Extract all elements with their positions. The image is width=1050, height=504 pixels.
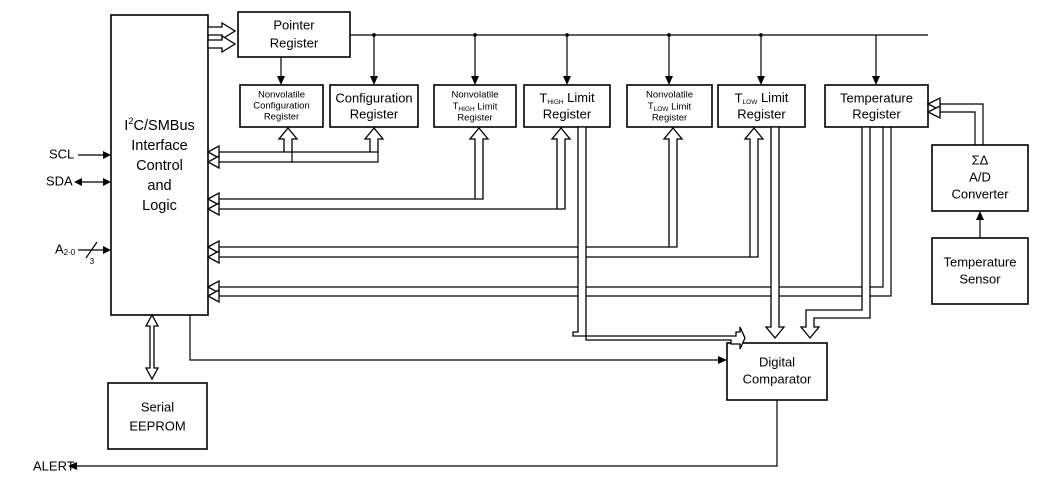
sda-arrow-right-icon xyxy=(103,178,111,186)
temp-register-label-line2: Register xyxy=(852,106,901,121)
bus-junction-dot xyxy=(759,33,763,37)
pointer-drop-thigh-arrow-icon xyxy=(563,76,571,85)
bus-row1-lower-left xyxy=(214,152,293,163)
converter-label: Converter xyxy=(951,186,1009,201)
pointer-register-label-line1: Pointer xyxy=(273,17,315,32)
pointer-drop-nvthigh-arrow-icon xyxy=(471,76,479,85)
bus-row1-mid-lower xyxy=(292,152,379,163)
i2c-smbus-interface-block xyxy=(110,14,209,316)
configuration-register-block xyxy=(329,84,419,128)
bus-row4-arrow-lower-icon xyxy=(206,288,220,304)
bus-row3-arrow-upper-icon xyxy=(206,239,220,255)
config-write-bus-arrow xyxy=(363,126,385,153)
adc-to-tempreg-wire-lower xyxy=(940,103,984,145)
nv-config-label-line3: Register xyxy=(264,112,299,123)
nv-tlow-label-line2: TLOW Limit xyxy=(648,101,692,113)
bus-junction-dot xyxy=(565,33,569,37)
nv-config-label-line2: Configuration xyxy=(253,101,310,112)
interface-label-line1: I2C/SMBus xyxy=(124,116,195,134)
tempreg-read-bus-lower xyxy=(214,127,892,297)
eeprom-label-line2: EEPROM xyxy=(129,418,185,433)
scl-arrow-icon xyxy=(103,151,111,159)
nvtlow-bus-arrow xyxy=(662,126,684,248)
pointer-register-block xyxy=(237,11,351,58)
pointer-drop-tlow-arrow-icon xyxy=(757,76,765,85)
interface-label-line4: and xyxy=(147,178,171,194)
interface-to-pointer-bus-arrow-2 xyxy=(207,34,237,54)
tlow-bus-arrow xyxy=(743,126,765,258)
temperature-register-block xyxy=(824,84,929,128)
interface-to-comparator-arrow-icon xyxy=(718,356,727,364)
scl-pin-label: SCL xyxy=(49,146,74,161)
serial-eeprom-block xyxy=(107,382,208,450)
bus-row3-arrow-lower-icon xyxy=(206,249,220,265)
bus-row1-arrow-lower-icon xyxy=(206,154,220,170)
address-bus-width-label: 3 xyxy=(90,257,95,266)
interface-label-line2: Interface xyxy=(131,138,187,154)
pointer-drop-nvconfig-arrow-icon xyxy=(277,76,285,85)
tempreg-to-comparator-bus xyxy=(799,126,871,340)
interface-to-comparator-wire xyxy=(189,315,720,361)
config-label-line2: Register xyxy=(350,106,399,121)
adc-to-tempreg-wire-upper xyxy=(940,111,976,145)
tempreg-read-bus-upper xyxy=(214,127,884,288)
nv-thigh-label-line2: THIGH Limit xyxy=(453,101,498,113)
digital-comparator-block xyxy=(726,342,828,401)
tlow-to-comparator-bus xyxy=(764,126,786,340)
tlow-label-line2: Register xyxy=(737,106,786,121)
bus-junction-dot xyxy=(667,33,671,37)
address-pin-label: A2-0 xyxy=(55,241,76,257)
nonvolatile-thigh-limit-register-block xyxy=(433,84,517,128)
nv-tlow-label-line1: Nonvolatile xyxy=(646,90,693,101)
bus-junction-dot xyxy=(473,33,477,37)
config-label-line1: Configuration xyxy=(335,90,412,105)
sda-arrow-left-icon xyxy=(74,178,82,186)
nv-thigh-label-line3: Register xyxy=(457,113,492,124)
nonvolatile-tlow-limit-register-block xyxy=(626,84,713,128)
interface-label-line5: Logic xyxy=(142,198,177,214)
bus-row2-arrow-upper-icon xyxy=(206,191,220,207)
digital-comparator-label-line2: Comparator xyxy=(743,371,812,386)
nonvolatile-configuration-register-block xyxy=(239,84,324,128)
adc-to-tempreg-arrow-lower-icon xyxy=(926,104,941,120)
alert-arrow-icon xyxy=(68,462,77,470)
address-arrow-icon xyxy=(103,246,111,254)
bus-row2-arrow-lower-icon xyxy=(206,201,220,217)
thigh-bus-arrow xyxy=(550,126,572,210)
temp-sensor-label-line1: Temperature xyxy=(944,254,1017,269)
ad-label: A/D xyxy=(969,169,991,184)
sigma-delta-adc-block xyxy=(931,144,1029,212)
nv-tlow-label-line3: Register xyxy=(652,113,687,124)
pointer-drop-config-arrow-icon xyxy=(370,76,378,85)
pointer-register-label-line2: Register xyxy=(270,35,319,50)
thigh-to-comparator-bus xyxy=(572,126,746,350)
interface-eeprom-bidirectional-bus xyxy=(144,313,160,381)
alert-pin-label: ALERT xyxy=(33,458,75,473)
thigh-limit-register-block xyxy=(523,84,611,128)
interface-to-pointer-bus-arrow xyxy=(207,21,237,41)
pointer-drop-nvtlow-arrow-icon xyxy=(665,76,673,85)
pointer-drop-tempreg-arrow-icon xyxy=(872,76,880,85)
nvthigh-bus-arrow xyxy=(468,126,490,200)
temp-sensor-label-line2: Sensor xyxy=(959,271,1001,286)
nvconfig-write-bus-arrow xyxy=(277,126,299,153)
sda-pin-label: SDA xyxy=(46,173,73,188)
alert-wire xyxy=(76,400,778,467)
nv-thigh-label-line1: Nonvolatile xyxy=(452,90,499,101)
temp-register-label-line1: Temperature xyxy=(840,90,913,105)
bus-slash-icon xyxy=(85,241,98,259)
eeprom-label-line1: Serial xyxy=(141,399,174,414)
bus-row1-arrow-upper-icon xyxy=(206,144,220,160)
thigh-label-line2: Register xyxy=(543,106,592,121)
sigma-delta-label: ΣΔ xyxy=(972,152,989,167)
bus-junction-dot xyxy=(372,33,376,37)
nv-config-label-line1: Nonvolatile xyxy=(258,90,305,101)
tlow-limit-register-block xyxy=(717,84,806,128)
temperature-sensor-block xyxy=(931,237,1029,305)
bus-row4-arrow-upper-icon xyxy=(206,279,220,295)
sensor-to-adc-arrow-icon xyxy=(976,211,984,220)
digital-comparator-label-line1: Digital xyxy=(759,354,795,369)
interface-label-line3: Control xyxy=(136,158,183,174)
